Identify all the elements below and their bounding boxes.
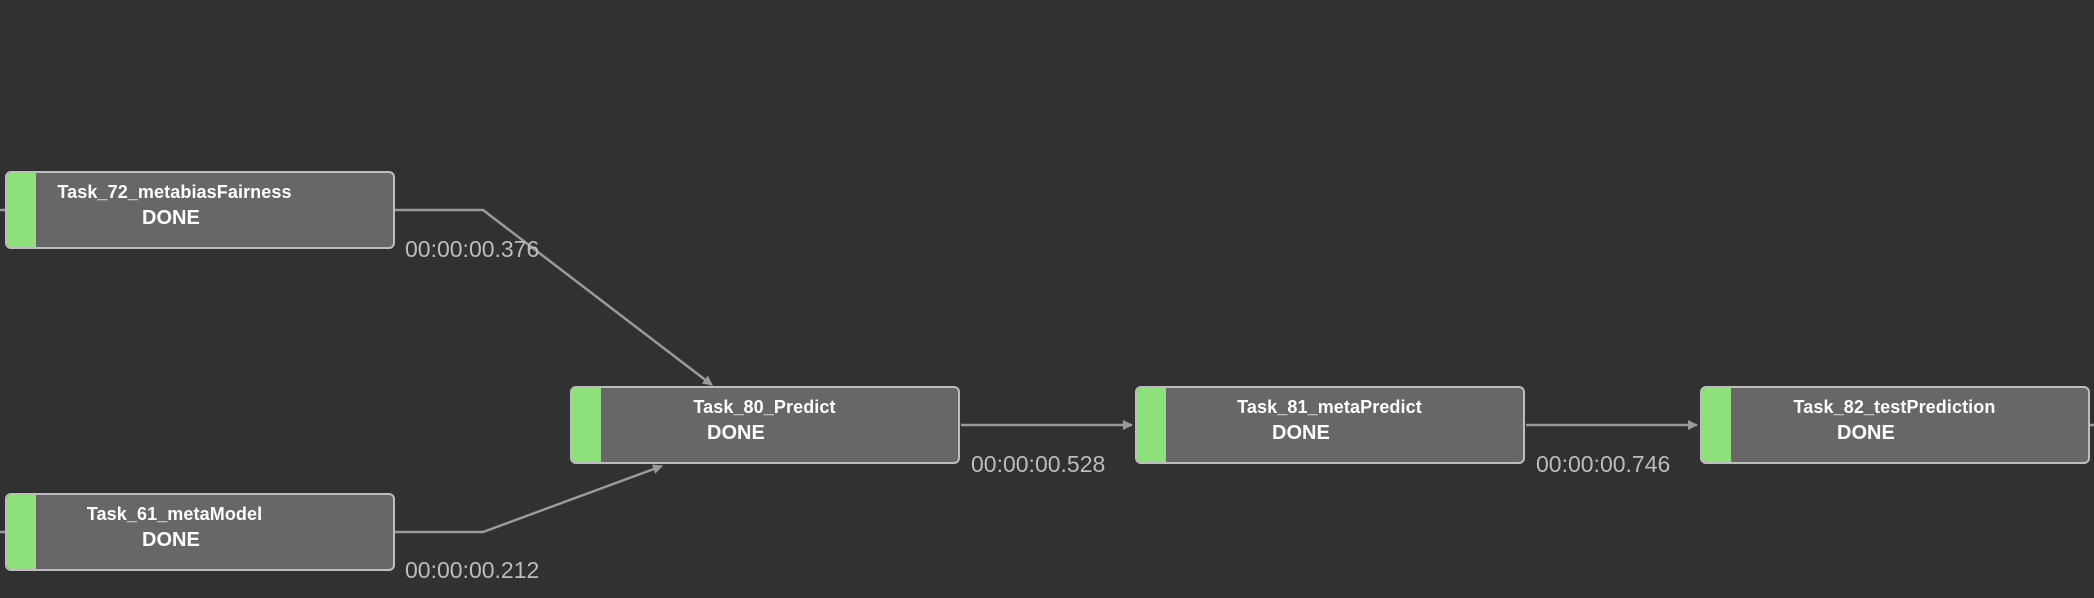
status-indicator-done: [7, 495, 36, 569]
status-indicator-done: [7, 173, 36, 247]
node-status: DONE: [1272, 422, 1330, 444]
node-status: DONE: [707, 422, 765, 444]
node-title: Task_80_Predict: [693, 397, 836, 417]
node-status: DONE: [1837, 422, 1895, 444]
node-task-61-metamodel[interactable]: Task_61_metaModel DONE: [5, 493, 395, 571]
node-task-72-metabiasfairness[interactable]: Task_72_metabiasFairness DONE: [5, 171, 395, 249]
node-task-81-metapredict[interactable]: Task_81_metaPredict DONE: [1135, 386, 1525, 464]
node-status: DONE: [142, 207, 200, 229]
node-title: Task_82_testPrediction: [1793, 397, 1996, 417]
edge-task-72-to-task-80: [395, 208, 713, 386]
edge-task-61-to-task-80: [395, 464, 663, 534]
node-status: DONE: [142, 529, 200, 551]
node-task-80-predict[interactable]: Task_80_Predict DONE: [570, 386, 960, 464]
node-title: Task_72_metabiasFairness: [57, 182, 292, 202]
status-indicator-done: [1137, 388, 1166, 462]
status-indicator-done: [1702, 388, 1731, 462]
node-task-82-testprediction[interactable]: Task_82_testPrediction DONE: [1700, 386, 2090, 464]
node-title: Task_81_metaPredict: [1237, 397, 1422, 417]
edge-duration-label: 00:00:00.528: [971, 451, 1106, 477]
node-title: Task_61_metaModel: [86, 504, 263, 524]
edge-duration-label: 00:00:00.376: [405, 236, 540, 262]
edge-duration-label: 00:00:00.212: [405, 557, 540, 583]
status-indicator-done: [572, 388, 601, 462]
edge-duration-label: 00:00:00.746: [1536, 451, 1671, 477]
